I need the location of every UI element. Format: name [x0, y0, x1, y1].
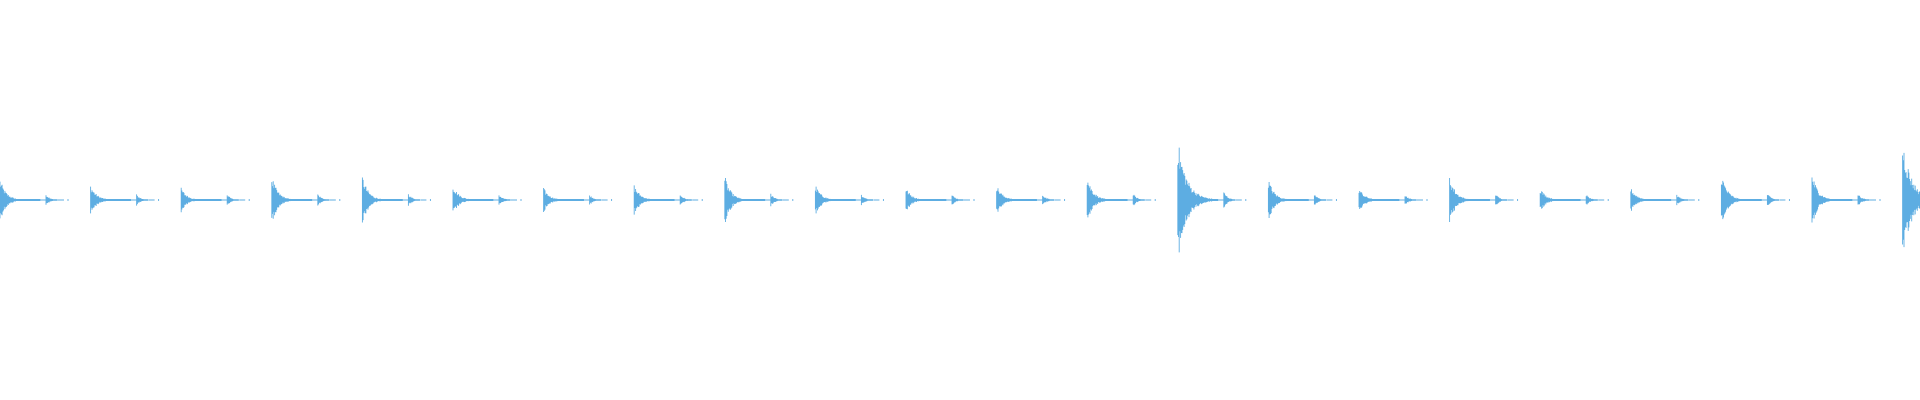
waveform-beat [814, 186, 884, 214]
waveform-beat [1902, 152, 1920, 248]
waveform-beat [905, 190, 975, 210]
waveform-beat [1630, 189, 1700, 211]
waveform-beat [90, 186, 160, 214]
waveform-beat [1539, 191, 1609, 209]
waveform-beat [1449, 177, 1519, 223]
waveform-beat [1811, 177, 1881, 223]
waveform-beat [996, 188, 1066, 212]
waveform-beat [271, 181, 341, 219]
waveform-beat [1086, 182, 1156, 218]
waveform-beat [724, 178, 794, 222]
waveform-beat [361, 177, 431, 223]
waveform-beat [1177, 147, 1247, 253]
waveform-beat [0, 181, 69, 219]
waveform-beat [543, 188, 613, 212]
waveform-beat [1720, 180, 1790, 220]
waveform-beat [180, 187, 250, 213]
waveform-samples [0, 147, 1920, 253]
waveform-beat [1358, 190, 1428, 210]
waveform-beat [452, 189, 522, 211]
waveform-beat [633, 185, 703, 215]
waveform-beat [1267, 182, 1337, 218]
